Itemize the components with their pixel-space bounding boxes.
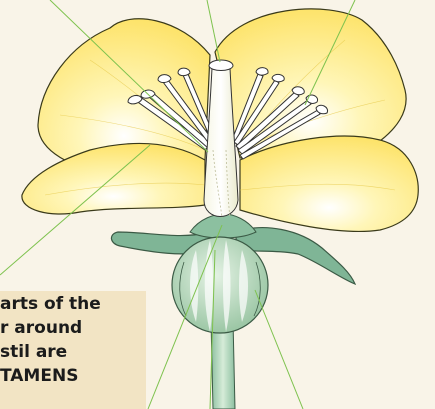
stigma [209, 60, 233, 71]
caption-line-4: TAMENS [0, 368, 78, 385]
caption-box: arts of the r around stil are TAMENS [0, 291, 146, 409]
petal-lower-right [240, 136, 418, 231]
caption-line-3: stil are [0, 344, 67, 361]
caption-line-1: arts of the [0, 296, 101, 313]
ovary [172, 237, 268, 333]
sepal-center [190, 214, 256, 238]
petal-lower-left [22, 143, 205, 214]
caption-line-2: r around [0, 320, 82, 337]
